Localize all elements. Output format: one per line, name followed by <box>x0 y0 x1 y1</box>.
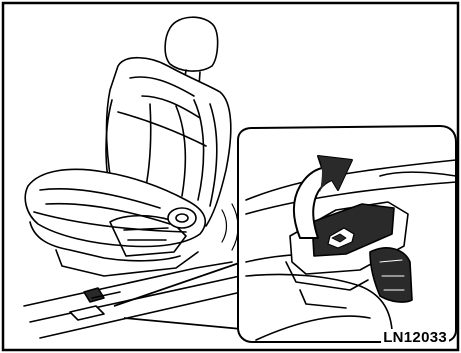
figure-id-label: LN12033 <box>381 329 449 347</box>
